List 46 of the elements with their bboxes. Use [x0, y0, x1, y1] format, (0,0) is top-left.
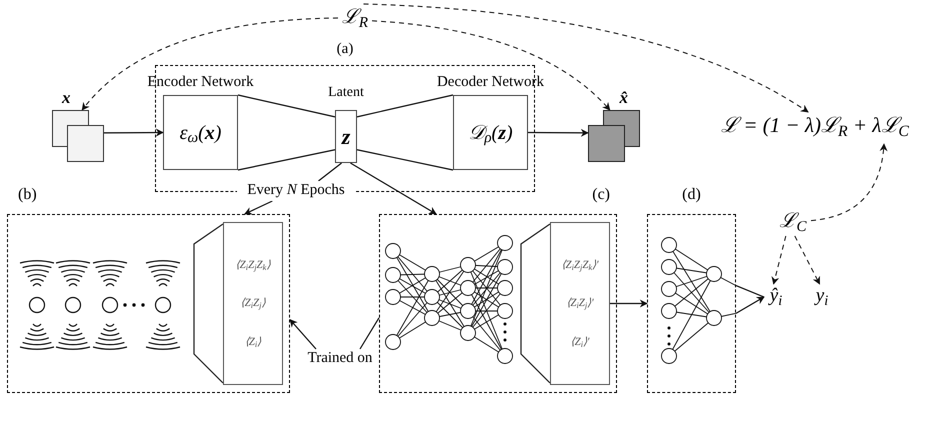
input-symbol: x [62, 86, 70, 108]
observable-label: ⟨Z$_{i}$⟩ [244, 334, 262, 350]
dashed-arrow [794, 236, 820, 285]
connector-line [359, 318, 380, 350]
latent-symbol: z [342, 123, 350, 151]
arrow [350, 162, 437, 215]
observable-label: ⟨Z$_{i}$Z$_{j}$⟩′ [566, 296, 594, 312]
connector-line [356, 149, 454, 171]
decoder-formula: 𝒟$_{ρ}$(z) [468, 120, 513, 148]
observable-label: ⟨Z$_{i}$Z$_{j}$Z$_{k}$⟩′ [561, 258, 599, 274]
dashed-arrow [810, 143, 888, 222]
observable-label: ⟨Z$_{i}$Z$_{j}$⟩ [240, 296, 266, 312]
latent-heading: Latent [328, 84, 364, 102]
edge-label: Every N Epochs [237, 181, 355, 201]
prediction-symbol: ŷ$_{i}$ [764, 284, 788, 310]
encoder-heading: Encoder Network [147, 72, 254, 92]
panel-label: (b) [18, 185, 37, 205]
loss-equation: ℒ = (1 − λ)ℒ$_{R}$ + λℒ$_{C}$ [700, 112, 930, 144]
decoder-heading: Decoder Network [436, 72, 544, 92]
output-symbol: x̂ [620, 86, 628, 108]
connector-line [356, 94, 454, 118]
arrow [104, 128, 164, 137]
arrow [735, 285, 765, 314]
panel-label: (a) [336, 40, 354, 58]
connector-line [318, 162, 342, 182]
observable-label: ⟨Z$_{i}$⟩′ [570, 334, 590, 350]
dashed-arrow [772, 236, 786, 285]
connector-line [238, 94, 336, 118]
panel-label: (d) [682, 185, 701, 205]
observables-box [550, 222, 610, 385]
loss-symbol: ℒ$_{R}$ [338, 4, 372, 32]
encoder-formula: ε$_{ω}$(x) [180, 120, 222, 148]
arrow [289, 319, 316, 350]
observable-label: ⟨Z$_{i}$Z$_{j}$Z$_{k}$⟩ [236, 258, 270, 274]
panel-label: (c) [592, 185, 610, 205]
arrow [528, 128, 589, 137]
loss-symbol: ℒ$_{C}$ [775, 208, 811, 236]
dashed-arrow [372, 20, 610, 111]
dashed-arrow [82, 18, 338, 111]
connector-line [238, 149, 336, 171]
observables-box [223, 222, 283, 385]
dashed-arrow [363, 4, 809, 112]
target-symbol: y$_{i}$ [810, 284, 834, 310]
arrow [244, 200, 273, 215]
edge-label: Trained on [300, 349, 380, 371]
arrow [610, 300, 648, 308]
